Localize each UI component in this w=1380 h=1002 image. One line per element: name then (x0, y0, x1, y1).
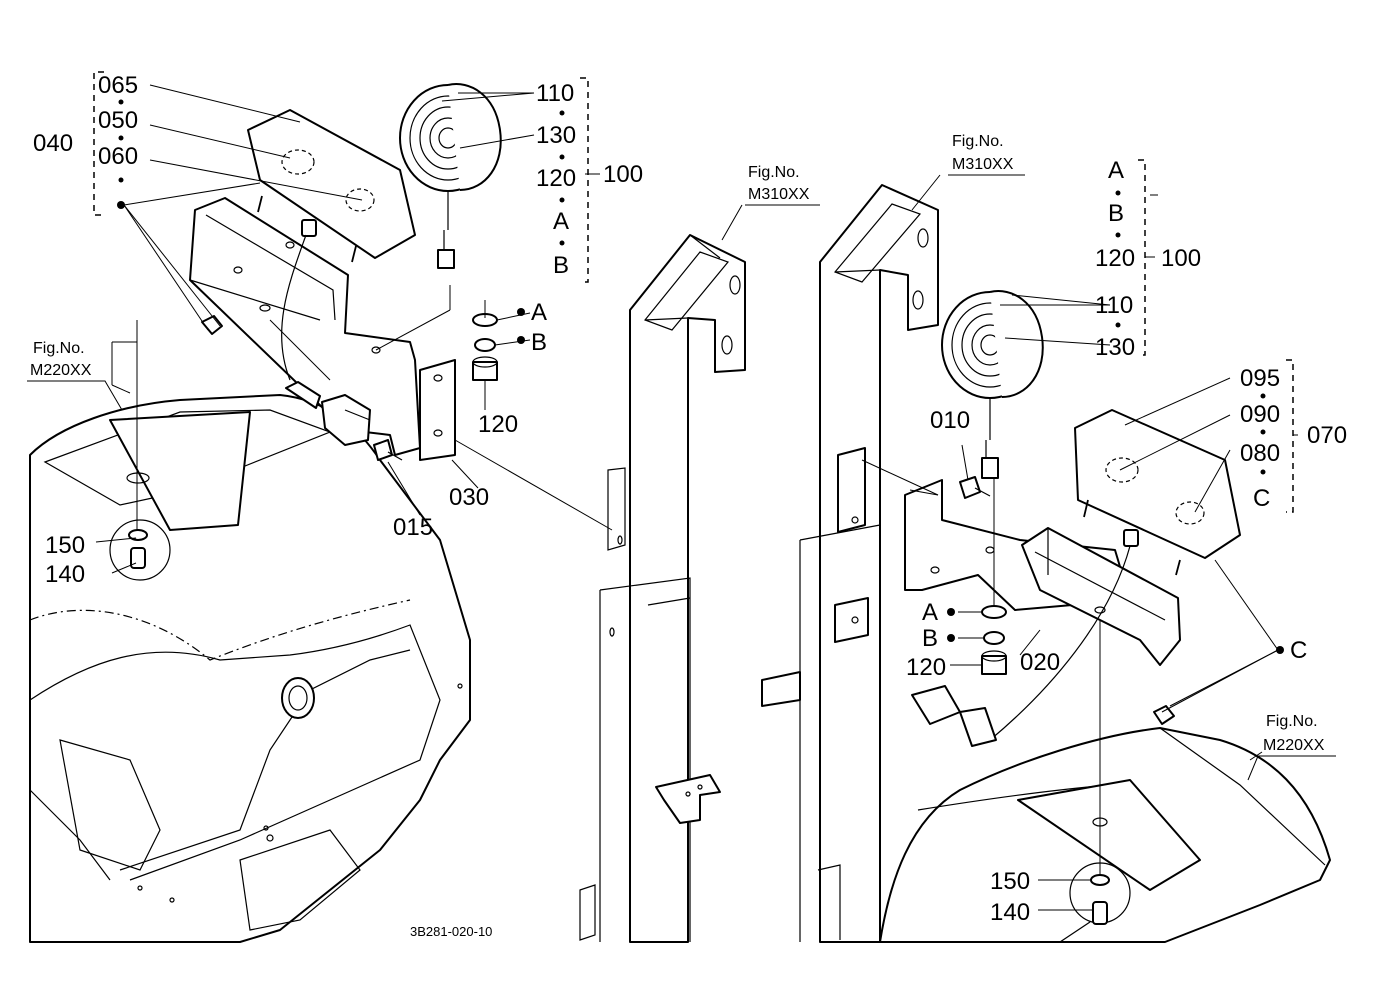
left-sep-dot (559, 197, 565, 203)
label-130: 130 (1095, 334, 1135, 361)
right-lamp-assembly (904, 290, 1241, 747)
left-sep-dot (559, 240, 565, 246)
left-sep-dot (118, 99, 124, 105)
label-a: A (1108, 157, 1124, 184)
label-140: 140 (990, 899, 1030, 926)
label-140: 140 (45, 561, 85, 588)
label-110: 110 (536, 80, 574, 107)
fig-ref-code: M310XX (748, 186, 810, 203)
right-sep-dot (1115, 322, 1121, 328)
fig-ref-m220-right: Fig.No. M220XX (1247, 713, 1336, 781)
label-010: 010 (930, 407, 970, 434)
label-b: B (531, 329, 547, 356)
fig-ref-prefix: Fig.No. (33, 340, 85, 357)
label-030: 030 (449, 484, 489, 511)
left-dot-marker (117, 201, 125, 209)
label-120: 120 (1095, 245, 1135, 272)
right-sep-dot (1115, 190, 1121, 196)
label-100: 100 (1161, 245, 1201, 272)
fig-ref-m310-center: Fig.No. M310XX (745, 164, 820, 206)
right-sep-dot (1115, 232, 1121, 238)
label-070: 070 (1307, 422, 1347, 449)
label-130: 130 (536, 122, 576, 149)
fig-ref-m220-left: Fig.No. M220XX (27, 340, 123, 411)
left-sep-dot (118, 135, 124, 141)
right-sep-dot (1260, 393, 1266, 399)
label-020: 020 (1020, 649, 1060, 676)
right-dot-b (947, 634, 955, 642)
diagram-code: 3B281-020-10 (410, 924, 492, 939)
label-b: B (553, 252, 569, 279)
fig-ref-code: M220XX (30, 362, 92, 379)
label-015: 015 (393, 514, 433, 541)
center-post-2 (761, 184, 939, 943)
left-dot-a (517, 308, 525, 316)
label-110: 110 (1095, 292, 1133, 319)
left-leaders (95, 84, 613, 574)
left-sep-dot (559, 110, 565, 116)
fig-ref-prefix: Fig.No. (1266, 713, 1318, 730)
fig-ref-prefix: Fig.No. (952, 133, 1004, 150)
label-c: C (1253, 485, 1270, 512)
center-post-1 (579, 234, 746, 943)
label-120: 120 (906, 654, 946, 681)
right-leaders (721, 174, 1298, 911)
right-sep-dot (1260, 469, 1266, 475)
left-dot-b (517, 336, 525, 344)
label-120: 120 (536, 165, 576, 192)
fig-ref-prefix: Fig.No. (748, 164, 800, 181)
part-labels: 065 050 060 040 110 130 120 100 A B A B … (33, 72, 1347, 926)
left-bracket-100 (580, 77, 589, 283)
label-a: A (922, 599, 938, 626)
right-fender (879, 727, 1331, 943)
label-090: 090 (1240, 401, 1280, 428)
label-065: 065 (98, 72, 138, 99)
right-bracket-100 (1138, 159, 1146, 356)
left-lamp-assembly (189, 83, 502, 461)
label-b: B (1108, 200, 1124, 227)
fig-ref-code: M220XX (1263, 737, 1325, 754)
label-a: A (531, 299, 547, 326)
label-050: 050 (98, 107, 138, 134)
label-080: 080 (1240, 440, 1280, 467)
label-150: 150 (45, 532, 85, 559)
label-c: C (1290, 637, 1307, 664)
right-bracket-070 (1286, 359, 1294, 513)
label-a: A (553, 208, 569, 235)
left-fender-bolt-detail (109, 320, 171, 581)
right-dot-a (947, 608, 955, 616)
left-sep-dot (559, 154, 565, 160)
left-sep-dot (118, 177, 124, 183)
label-b: B (922, 625, 938, 652)
label-095: 095 (1240, 365, 1280, 392)
label-060: 060 (98, 143, 138, 170)
label-040: 040 (33, 130, 73, 157)
right-dot-c (1276, 646, 1284, 654)
label-120: 120 (478, 411, 518, 438)
left-bracket-040 (93, 71, 104, 216)
fig-ref-code: M310XX (952, 156, 1014, 173)
label-100: 100 (603, 161, 643, 188)
left-fender (29, 394, 471, 943)
label-150: 150 (990, 868, 1030, 895)
right-sep-dot (1260, 429, 1266, 435)
fig-ref-m310-right: Fig.No. M310XX (948, 133, 1025, 176)
